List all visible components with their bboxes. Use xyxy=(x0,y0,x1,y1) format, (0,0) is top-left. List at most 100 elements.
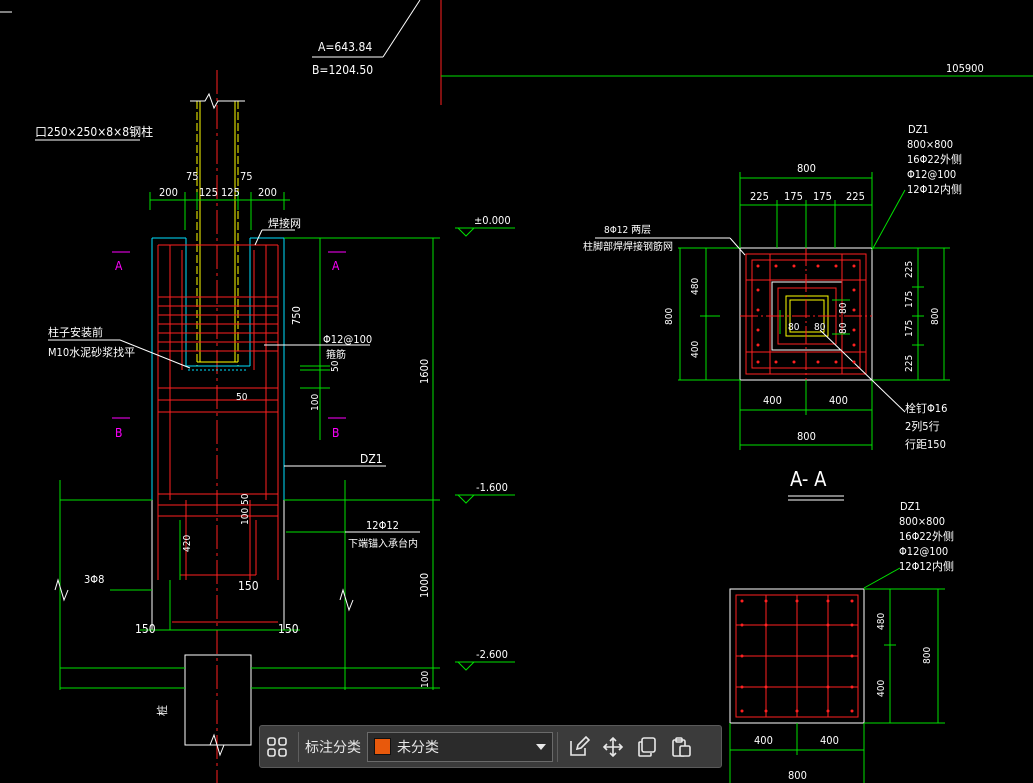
grout-note-line2: M10水泥砂浆找平 xyxy=(48,345,135,359)
dim-150-center: 150 xyxy=(238,579,259,593)
toolbar-divider xyxy=(298,731,299,762)
category-color-swatch xyxy=(374,738,391,755)
dim-100-50: 100 50 xyxy=(240,493,251,525)
stirrup-note: 箍筋 xyxy=(326,348,346,361)
dim-200-right: 200 xyxy=(258,186,277,199)
category-selected-value: 未分类 xyxy=(397,739,439,756)
category-label: 标注分类 xyxy=(305,739,361,756)
pile-label: 桩 xyxy=(155,705,169,716)
dim-100: 100 xyxy=(310,394,321,411)
section-a-left: A xyxy=(115,259,123,273)
section-aa-view xyxy=(595,172,950,501)
pier-label-dz1: DZ1 xyxy=(360,452,383,466)
dim-750: 750 xyxy=(290,306,303,325)
aa-stud-label1: 栓钉Φ16 xyxy=(905,401,947,415)
aa-inner-dim-4: 80 xyxy=(838,322,849,334)
dim-50-a: 50 xyxy=(330,360,341,372)
lower-dim-right-total: 800 xyxy=(922,647,933,664)
toolbar-divider xyxy=(557,731,558,762)
dim-150-right: 150 xyxy=(278,622,299,636)
aa-spec-stirrup: Φ12@100 xyxy=(907,168,956,181)
dim-125-right: 125 xyxy=(221,186,240,199)
annotation-toolbar: 标注分类 未分类 xyxy=(259,725,722,768)
grid-icon[interactable] xyxy=(260,730,294,764)
column-spec-label: 口250×250×8×8钢柱 xyxy=(35,124,153,139)
top-b-value: B=1204.50 xyxy=(312,63,373,77)
aa-inner-dim-1: 80 xyxy=(788,322,800,333)
aa-anchor-label1: 8Φ12 两层 xyxy=(604,224,651,236)
bars-12: 12Φ12 xyxy=(366,519,399,532)
lower-pier-label: DZ1 xyxy=(900,500,921,513)
elevation-1600: -1.600 xyxy=(476,481,508,494)
dim-100-bottom: 100 xyxy=(420,671,431,688)
aa-spec-inner: 12Φ12内侧 xyxy=(907,182,962,196)
dim-200-left: 200 xyxy=(159,186,178,199)
aa-dim-left-total: 800 xyxy=(664,308,675,325)
aa-anchor-label2: 柱脚部焊焊接钢筋网 xyxy=(583,240,673,253)
aa-dim-right-3: 175 xyxy=(904,320,915,337)
aa-dim-top-3: 175 xyxy=(813,190,832,203)
dim-150-left: 150 xyxy=(135,622,156,636)
copy-icon[interactable] xyxy=(630,730,664,764)
dim-1000: 1000 xyxy=(418,573,431,598)
edit-icon[interactable] xyxy=(562,730,596,764)
dim-50-b: 50 xyxy=(236,392,248,403)
aa-dim-top-1: 225 xyxy=(750,190,769,203)
aa-dim-right-1: 225 xyxy=(904,261,915,278)
aa-dim-right-4: 225 xyxy=(904,355,915,372)
aa-inner-dim-3: 80 xyxy=(838,302,849,314)
paste-icon[interactable] xyxy=(664,730,698,764)
aa-dim-top-2: 175 xyxy=(784,190,803,203)
category-dropdown[interactable]: 未分类 xyxy=(367,731,553,762)
weld-label: 焊接网 xyxy=(268,216,301,230)
lower-section-view xyxy=(729,567,945,783)
elevation-000: ±0.000 xyxy=(474,214,511,227)
aa-dim-top-4: 225 xyxy=(846,190,865,203)
aa-stud-label2: 2列5行 xyxy=(905,419,940,433)
aa-dim-left-400: 400 xyxy=(690,341,701,358)
elevation-2600: -2.600 xyxy=(476,648,508,661)
aa-dim-right-total: 800 xyxy=(930,308,941,325)
section-aa-title: A- A xyxy=(790,467,827,491)
section-b-left: B xyxy=(115,426,122,440)
aa-spec-size: 800×800 xyxy=(907,138,953,151)
aa-inner-dim-2: 80 xyxy=(814,322,826,333)
aa-dim-bottom-total: 800 xyxy=(797,430,816,443)
top-annotation xyxy=(0,0,1033,105)
lower-dim-bottom-2: 400 xyxy=(820,734,839,747)
elevation-view xyxy=(48,70,515,783)
aa-pier-label: DZ1 xyxy=(908,123,929,136)
lower-section-rebar-dots xyxy=(740,599,854,713)
chevron-down-icon xyxy=(536,743,546,750)
aa-stud-label3: 行距150 xyxy=(905,438,946,451)
aa-dim-total-top: 800 xyxy=(797,162,816,175)
lower-spec-inner: 12Φ12内侧 xyxy=(899,559,954,573)
tie-bars-label: 3Φ8 xyxy=(84,573,104,586)
dim-420: 420 xyxy=(182,535,193,552)
dim-75-left: 75 xyxy=(186,170,199,183)
dim-125-left: 125 xyxy=(199,186,218,199)
lower-dim-bottom-1: 400 xyxy=(754,734,773,747)
bars-12-note: 下端锚入承台内 xyxy=(348,537,418,550)
aa-dim-bottom-1: 400 xyxy=(763,394,782,407)
lower-dim-right-400: 400 xyxy=(876,680,887,697)
lower-dim-bottom-total: 800 xyxy=(788,769,807,782)
aa-dim-left-480: 480 xyxy=(690,278,701,295)
dim-75-right: 75 xyxy=(240,170,253,183)
lower-spec-outer: 16Φ22外侧 xyxy=(899,530,954,543)
move-icon[interactable] xyxy=(596,730,630,764)
lower-dim-right-480: 480 xyxy=(876,613,887,630)
top-ref-value: 105900 xyxy=(946,62,984,75)
section-b-right: B xyxy=(332,426,339,440)
lower-spec-stirrup: Φ12@100 xyxy=(899,545,948,558)
lower-spec-size: 800×800 xyxy=(899,515,945,528)
aa-dim-bottom-2: 400 xyxy=(829,394,848,407)
stirrup-spec: Φ12@100 xyxy=(323,333,372,346)
section-a-right: A xyxy=(332,259,340,273)
grout-note-line1: 柱子安装前 xyxy=(48,325,103,339)
aa-spec-outer: 16Φ22外侧 xyxy=(907,153,962,166)
dim-1600: 1600 xyxy=(418,359,431,384)
top-a-value: A=643.84 xyxy=(318,40,372,54)
section-aa-rebar-dots xyxy=(756,264,856,364)
